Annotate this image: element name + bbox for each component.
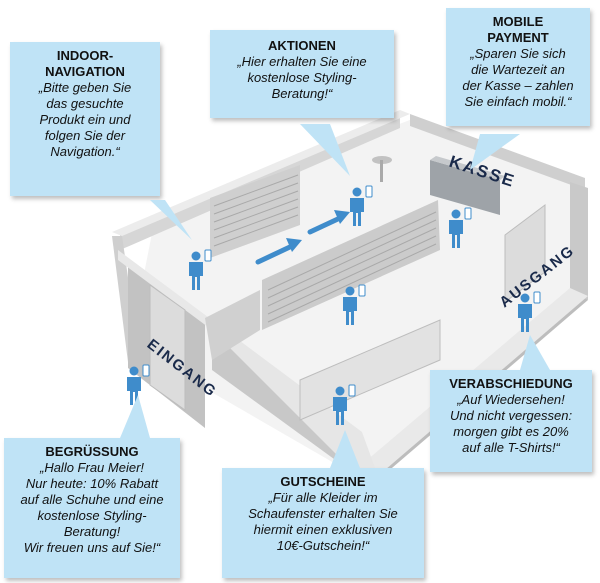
shopper-person-icon (189, 249, 212, 290)
entrance-door (149, 284, 186, 411)
bubble-title: GUTSCHEINE (280, 474, 366, 489)
bubble-title: BEGRÜSSUNG (45, 444, 139, 459)
bubble-line: morgen gibt es 20% (453, 424, 569, 439)
nav-arrow-1 (255, 243, 295, 265)
shopper-person-icon (333, 384, 356, 425)
bubble-line: Schaufenster erhalten Sie (248, 506, 398, 521)
shopper-person-icon (350, 185, 373, 226)
bubble-line: Wir freuen uns auf Sie!“ (23, 540, 161, 555)
bubble-line: „Hallo Frau Meier! (39, 460, 145, 475)
smartphone-icon (348, 384, 356, 397)
bubble-line: Und nicht vergessen: (449, 408, 573, 423)
shelf-left (210, 165, 300, 258)
bubble-line: hiermit einen exklusiven (253, 522, 393, 537)
bubble-indoor-navigation: INDOOR- NAVIGATION „Bitte geben Sie das … (10, 42, 160, 196)
bubble-line: der Kasse – zahlen (462, 78, 574, 93)
shop-window (299, 319, 441, 421)
shelf-center (262, 200, 440, 330)
bubble-line: die Wartezeit an (471, 62, 565, 77)
display-table-leg (380, 160, 383, 182)
bubble-title: MOBILE (492, 14, 544, 29)
bubble-line: auf alle T-Shirts!“ (462, 440, 560, 455)
nav-arrow-2 (307, 215, 343, 235)
bubble-line: Beratung! (63, 524, 121, 539)
bubble-line: Produkt ein und (39, 112, 131, 127)
smartphone-icon (358, 284, 366, 297)
exit-door (504, 204, 546, 303)
bubble-line: „Hier erhalten Sie eine (237, 54, 367, 69)
bubble-line: 10€-Gutschein!“ (276, 538, 370, 553)
right-wall (570, 182, 588, 300)
bubble-line: „Sparen Sie sich (470, 46, 566, 61)
bubble-mobile-payment: MOBILE PAYMENT „Sparen Sie sich die Wart… (446, 8, 590, 126)
shopper-person-icon (518, 291, 541, 332)
nav-arrow-1-head (286, 238, 302, 252)
bubble-line: kostenlose Styling- (37, 508, 147, 523)
checkout-counter-top (430, 156, 505, 180)
smartphone-icon (533, 291, 541, 304)
bubble-title: AKTIONEN (268, 38, 336, 53)
bubble-aktionen: AKTIONEN „Hier erhalten Sie eine kostenl… (210, 30, 394, 118)
bubble-line: Navigation.“ (50, 144, 120, 159)
bubble-line: folgen Sie der (44, 128, 126, 143)
shopper-person-icon (343, 284, 366, 325)
bubble-line: „Auf Wiedersehen! (457, 392, 565, 407)
front-wall-top (118, 250, 212, 330)
bubble-line: Nur heute: 10% Rabatt (25, 476, 159, 491)
bubble-verabschiedung: VERABSCHIEDUNG „Auf Wiedersehen! Und nic… (430, 370, 592, 472)
bubble-line: „Bitte geben Sie (38, 80, 132, 95)
bubble-line: Beratung!“ (271, 86, 333, 101)
bubble-line: „Für alle Kleider im (268, 490, 378, 505)
bubble-title: NAVIGATION (45, 64, 125, 79)
bubble-begruessung: BEGRÜSSUNG „Hallo Frau Meier! Nur heute:… (4, 438, 180, 578)
bubble-title: PAYMENT (487, 30, 549, 45)
bubble-title: VERABSCHIEDUNG (449, 376, 573, 391)
bubble-line: auf alle Schuhe und eine (20, 492, 164, 507)
bubble-line: kostenlose Styling- (247, 70, 357, 85)
smartphone-icon (142, 364, 150, 377)
bubble-line: Sie einfach mobil.“ (464, 94, 572, 109)
smartphone-icon (204, 249, 212, 262)
shopper-person-icon (127, 364, 150, 405)
checkout-counter (430, 160, 500, 215)
inner-partition (205, 290, 260, 360)
smartphone-icon (365, 185, 373, 198)
shopper-person-icon (449, 207, 472, 248)
bubble-title: INDOOR- (56, 48, 114, 63)
nav-arrow-2-head (334, 210, 350, 224)
bubble-line: das gesuchte (46, 96, 124, 111)
bubble-gutscheine: GUTSCHEINE „Für alle Kleider im Schaufen… (222, 468, 424, 578)
smartphone-icon (464, 207, 472, 220)
